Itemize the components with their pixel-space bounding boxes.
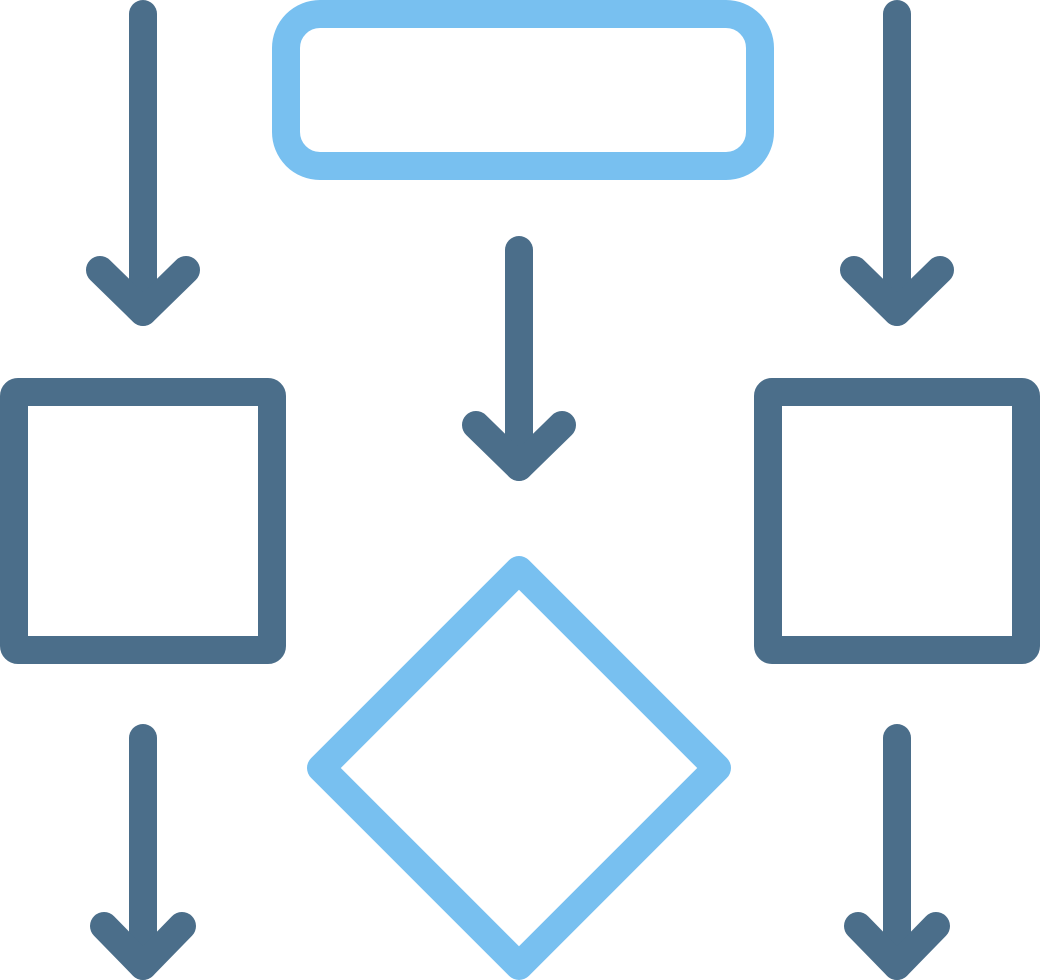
- arrow-top-left: [86, 0, 200, 326]
- left-process-box: [0, 378, 286, 664]
- arrow-bottom-right: [844, 724, 950, 980]
- top-process-box: [272, 0, 774, 180]
- right-process-box: [754, 378, 1040, 664]
- arrow-top-right: [840, 0, 954, 326]
- arrow-bottom-left: [90, 724, 196, 980]
- decision-diamond: [307, 556, 731, 980]
- arrow-top-center: [462, 236, 576, 481]
